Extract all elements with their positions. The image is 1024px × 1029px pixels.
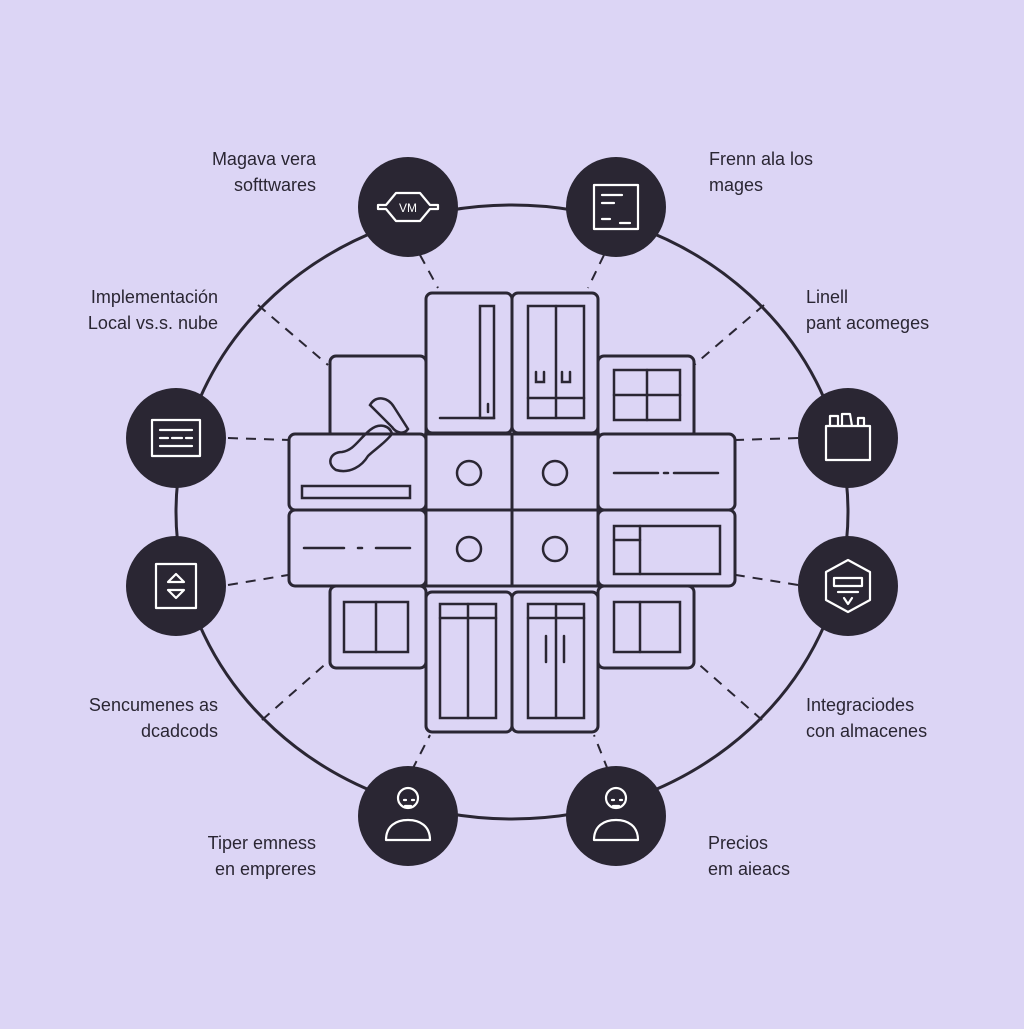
label-linell-line-1: Linell (806, 287, 849, 307)
node-circle-precios (566, 766, 666, 866)
label-precios: Precios em aieacs (708, 830, 790, 882)
connector-integraciones-bottom (693, 659, 763, 721)
node-images (566, 157, 666, 257)
panel-center-4 (510, 508, 600, 588)
storage-icon (824, 558, 872, 614)
node-linell (798, 388, 898, 488)
connector-storage (735, 574, 799, 586)
node-sensors (126, 536, 226, 636)
connector-lines (227, 254, 799, 771)
left-tray (300, 484, 412, 500)
center-circle-3 (455, 535, 483, 563)
panel-center-1 (424, 432, 514, 512)
connector-folder (735, 437, 799, 441)
label-precios-line-2: em aieacs (708, 859, 791, 879)
right-bottom-window (612, 600, 682, 654)
label-tiper-line-2: en empreres (214, 859, 316, 879)
connector-sensors-bottom (261, 659, 331, 721)
panel-details (300, 304, 722, 720)
center-circle-2 (541, 459, 569, 487)
panel-center-2 (510, 432, 600, 512)
left-figure (329, 397, 410, 473)
central-grid (287, 291, 737, 734)
node-precios (566, 766, 666, 866)
connector-linell-top (693, 304, 765, 366)
label-tiper-line-1: Tiper emness (207, 833, 316, 853)
node-layer: VM (126, 157, 898, 866)
label-storage-line-2: con almacenes (806, 721, 928, 741)
label-linell: Linell pant acomeges (806, 284, 929, 336)
connector-vm (419, 254, 439, 289)
label-implementation-line-2: Local vs.s. nube (87, 313, 218, 333)
label-tiper: Tiper emness en empreres (208, 830, 316, 882)
node-vm: VM (358, 157, 458, 257)
label-linell-line-2: pant acomeges (806, 313, 930, 333)
label-storage: Integraciodes con almacenes (806, 692, 927, 744)
label-images: Frenn ala los mages (709, 146, 813, 198)
label-sensors-line-2: dcadcods (140, 721, 218, 741)
node-storage (798, 536, 898, 636)
label-storage-line-1: Integraciodes (806, 695, 915, 715)
node-circle-vm (358, 157, 458, 257)
arrows-icon (154, 562, 198, 610)
label-vm-line-1: Magava vera (211, 149, 316, 169)
label-vm-line-2: softtwares (233, 175, 316, 195)
node-circle-sensors (126, 536, 226, 636)
node-circle-tiper (358, 766, 458, 866)
center-circle-4 (541, 535, 569, 563)
connector-arrows (227, 574, 289, 586)
connector-precios (593, 734, 609, 771)
person-icon (592, 786, 640, 842)
label-precios-line-1: Precios (708, 833, 769, 853)
label-implementation: Implementación Local vs.s. nube (88, 284, 218, 336)
node-tiper (358, 766, 458, 866)
node-circle-images (566, 157, 666, 257)
panel-top-left (424, 291, 514, 435)
right-device (612, 524, 722, 576)
folder-icon (824, 412, 872, 462)
label-implementation-line-1: Implementación (90, 287, 218, 307)
terminal-icon (150, 418, 202, 458)
outer-ring (174, 203, 850, 821)
connector-images (587, 254, 605, 289)
label-images-line-2: mages (709, 175, 764, 195)
vm-icon (376, 191, 440, 223)
label-sensors-line-1: Sencumenes as (88, 695, 218, 715)
label-sensors: Sencumenes as dcadcods (89, 692, 218, 744)
node-circle-linell (798, 388, 898, 488)
node-implementation (126, 388, 226, 488)
center-circle-1 (455, 459, 483, 487)
connector-implementation-top (257, 304, 329, 366)
label-vm: Magava vera softtwares (212, 146, 316, 198)
label-images-line-1: Frenn ala los (709, 149, 814, 169)
vm-icon-text: VM (399, 201, 417, 215)
person-icon (384, 786, 432, 842)
panel-center-3 (424, 508, 514, 588)
connector-terminal (227, 437, 291, 441)
document-icon (592, 183, 640, 231)
connector-tiper (411, 734, 431, 771)
